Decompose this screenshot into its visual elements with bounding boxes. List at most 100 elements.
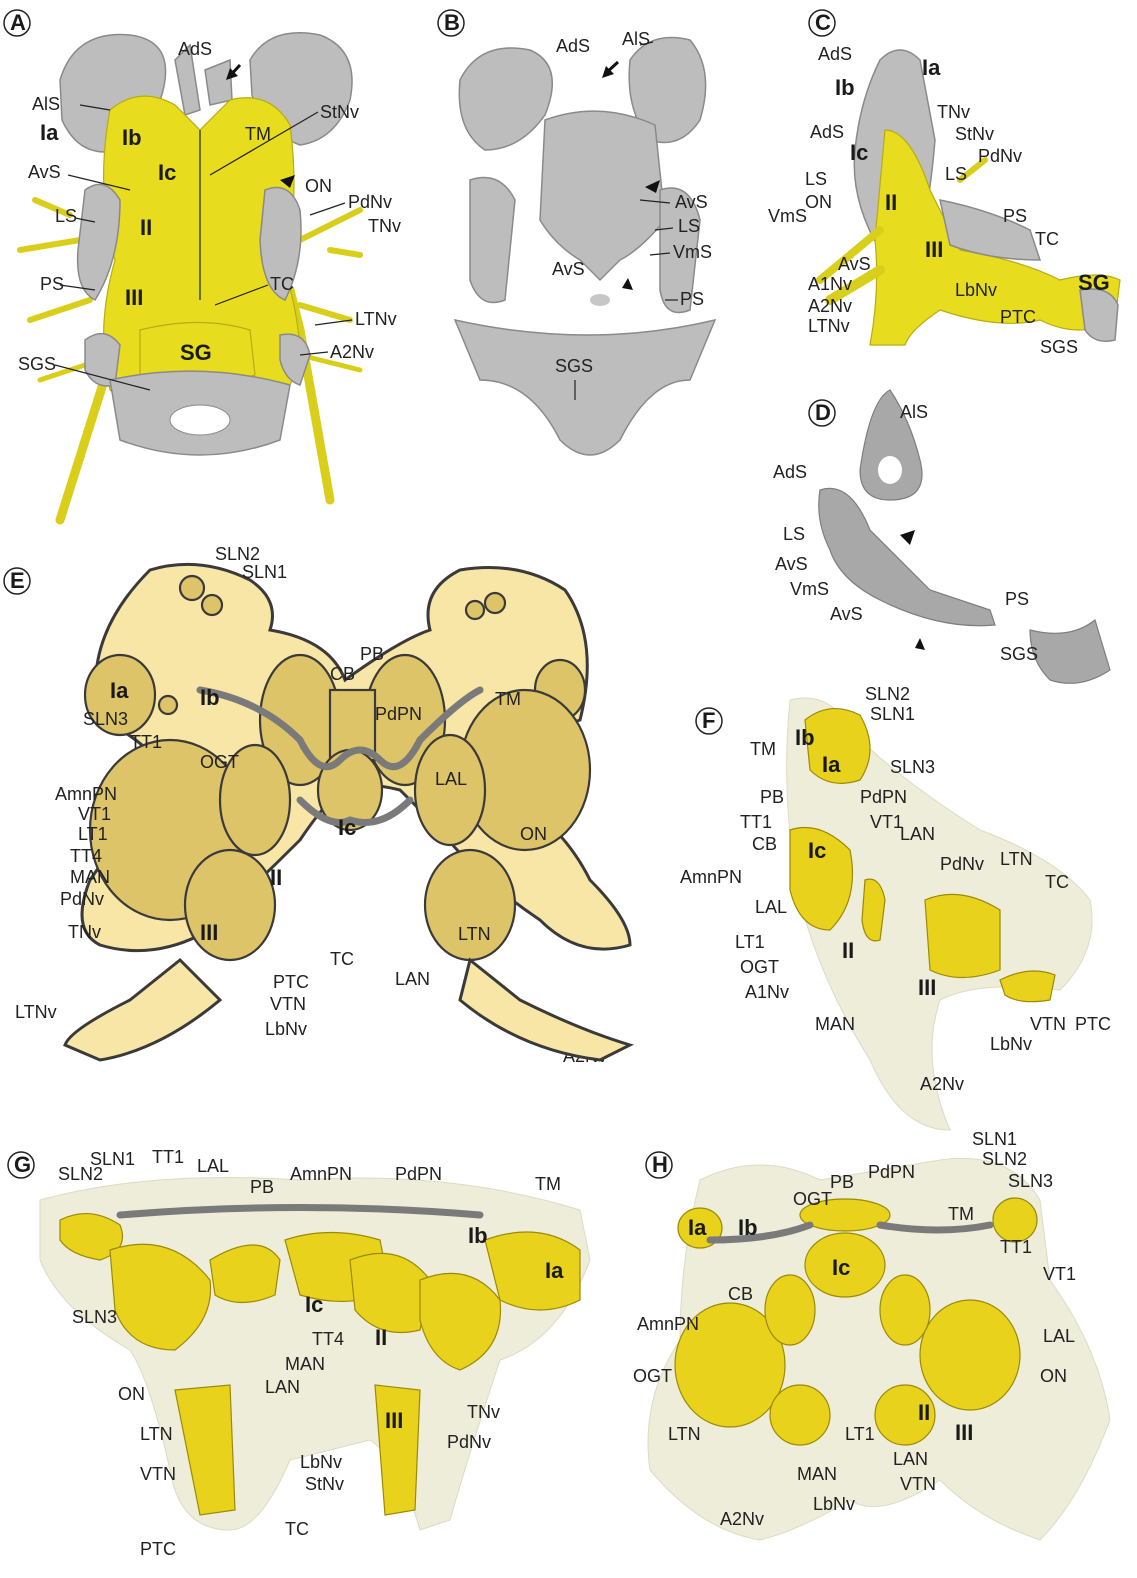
panel-g-ia [485,1232,580,1310]
label-ptc-c: PTC [1000,307,1036,327]
label-avs-b: AvS [675,192,708,212]
panel-b-lateral-left [470,178,515,303]
label-ltn-h: LTN [668,1424,701,1444]
panel-h-right-ia [993,1198,1037,1242]
label-vms-d: VmS [790,579,829,599]
label-vtn-e: VTN [270,994,306,1014]
label-ii-e: II [270,865,282,890]
label-lt1-h: LT1 [845,1424,875,1444]
panel-e-lal-right [415,735,485,845]
label-tc-c: TC [1035,229,1059,249]
label-sln3-e: SLN3 [83,709,128,729]
label-pdpn-f: PdPN [860,787,907,807]
label-tnv-e: TNv [68,922,101,942]
label-tm-h: TM [948,1204,974,1224]
label-tt4-e: TT4 [70,846,102,866]
panel-d-double-arrow [900,530,915,545]
label-a1nv-c: A1Nv [808,274,852,294]
panel-g-letter: G [14,1152,31,1177]
label-on-e: ON [520,824,547,844]
panel-h-lal-right [880,1275,930,1345]
panel-d: D AlS AdS LS AvS VmS AvS PS SGS [773,390,1110,683]
label-ltnv: LTNv [355,309,397,329]
label-amnpn-g: AmnPN [290,1164,352,1184]
label-on-h: ON [1040,1366,1067,1386]
label-sln1-f: SLN1 [870,704,915,724]
panel-h-man [770,1385,830,1445]
panel-e-lower-right-arm [460,960,630,1060]
label-ps: PS [40,274,64,294]
label-pdnv-f: PdNv [940,854,984,874]
label-tnv-g: TNv [467,1402,500,1422]
panel-h-on-right [920,1300,1020,1410]
label-pdpn-g: PdPN [395,1164,442,1184]
label-als-b: AlS [622,29,650,49]
label-lan-e: LAN [395,969,430,989]
label-ib-g: Ib [468,1223,488,1248]
label-on: ON [305,176,332,196]
label-man-f: MAN [815,1014,855,1034]
label-ads-d: AdS [773,462,807,482]
panel-h-lal-left [765,1275,815,1345]
label-tnv: TNv [368,216,401,236]
panel-b-letter: B [444,10,460,35]
label-ps-c: PS [1003,206,1027,226]
label-sln1-h: SLN1 [972,1129,1017,1149]
label-iii: III [125,285,143,310]
label-sgs: SGS [18,354,56,374]
panel-a-ads-right [205,60,232,105]
label-ic-f: Ic [808,838,826,863]
panel-g-lal [210,1245,280,1303]
label-lal-e: LAL [435,769,467,789]
label-avs: AvS [28,162,61,182]
panel-c-sgs [1080,289,1118,341]
panel-b-sgs [455,320,715,455]
label-iii-e: III [200,920,218,945]
label-lal-f: LAL [755,897,787,917]
panel-h-letter: H [652,1152,668,1177]
label-iii-h: III [955,1420,973,1445]
label-ltnv-c: LTNv [808,316,850,336]
label-ia: Ia [40,120,59,145]
label-avs-b2: AvS [552,259,585,279]
label-pdnv-g: PdNv [447,1432,491,1452]
label-amnpn-h: AmnPN [637,1314,699,1334]
label-ogt-h: OGT [793,1189,832,1209]
label-stnv-c: StNv [955,124,994,144]
label-ls: LS [55,206,77,226]
label-cb-h: CB [728,1284,753,1304]
label-lbnv-g: LbNv [300,1452,342,1472]
label-ii-g: II [375,1325,387,1350]
label-lal-g: LAL [197,1156,229,1176]
label-ls-b: LS [678,216,700,236]
panel-e-sln2 [180,576,204,600]
label-ic: Ic [158,160,176,185]
label-tm-f: TM [750,739,776,759]
label-ic-g: Ic [305,1292,323,1317]
label-ads: AdS [178,39,212,59]
label-iii-f: III [918,975,936,1000]
label-lbnv-c: LbNv [955,280,997,300]
label-iii-g: III [385,1408,403,1433]
label-ib-e: Ib [200,685,220,710]
label-sg-c: SG [1078,270,1110,295]
label-cb-e: CB [330,664,355,684]
panel-c-letter: C [815,10,831,35]
label-ia-g: Ia [545,1258,564,1283]
label-ib-h: Ib [738,1215,758,1240]
label-tt1-f: TT1 [740,812,772,832]
label-ia-h: Ia [688,1215,707,1240]
label-pdpn-e: PdPN [375,704,422,724]
label-sln1-g: SLN1 [90,1149,135,1169]
label-vt1-e: VT1 [78,804,111,824]
label-ib-c: Ib [835,75,855,100]
label-lan-h: LAN [893,1449,928,1469]
label-amnpn-e: AmnPN [55,784,117,804]
panel-e-sln-right-1 [485,593,505,613]
label-pdnv-c: PdNv [978,146,1022,166]
panel-a-sgs-left [85,334,120,386]
label-pb-f: PB [760,787,784,807]
label-ii: II [140,215,152,240]
label-man-g: MAN [285,1354,325,1374]
panel-g: G SLN2 SLN1 TT1 LAL PB AmnPN PdPN TM Ib … [8,1147,590,1559]
